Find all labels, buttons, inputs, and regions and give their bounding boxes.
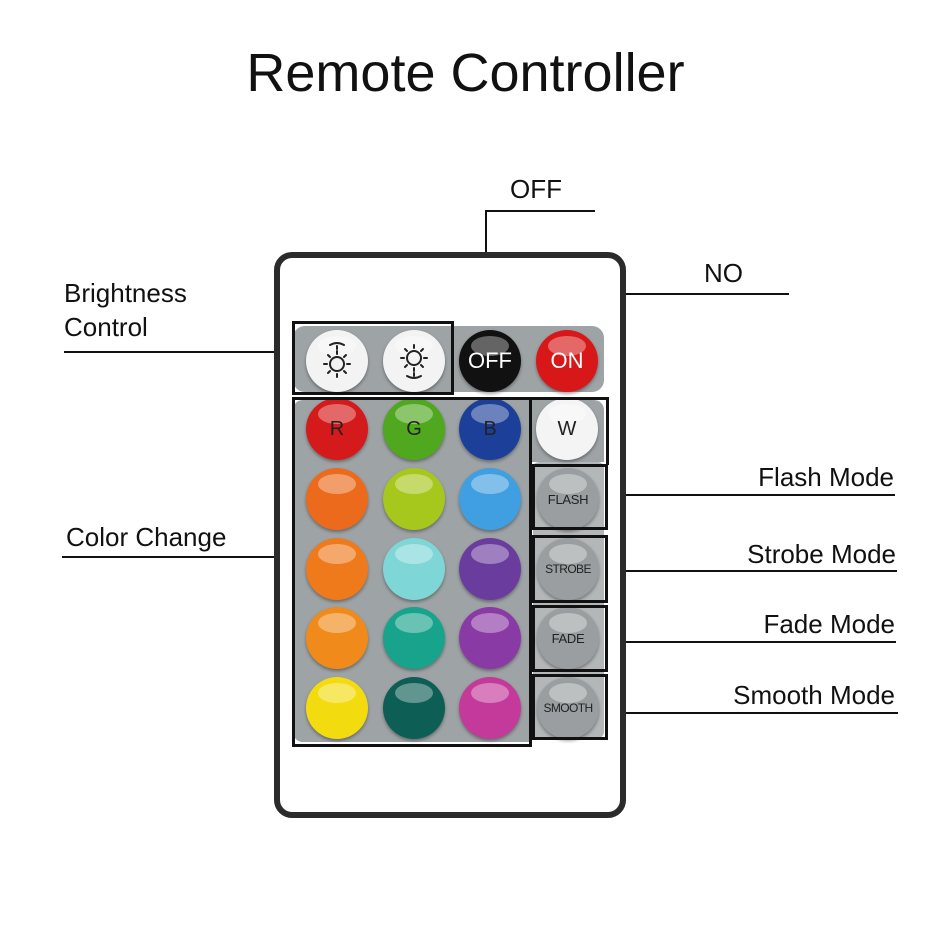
brightness-label-line1: Brightness (64, 278, 187, 308)
color-button-r3c2[interactable] (383, 538, 445, 600)
off-button-label: OFF (468, 348, 512, 373)
smooth-button[interactable]: SMOOTH (537, 677, 599, 739)
brightness-leader (64, 351, 294, 353)
brightness-down-button[interactable] (306, 330, 368, 392)
color-button-r2c1[interactable] (306, 468, 368, 530)
strobe-button[interactable]: STROBE (537, 538, 599, 600)
flash-button[interactable]: FLASH (537, 468, 599, 530)
brightness-down-icon (323, 342, 351, 378)
smooth-mode-label: Smooth Mode (733, 680, 895, 710)
green-button[interactable]: G (383, 398, 445, 460)
fade-mode-leader (606, 641, 896, 643)
blue-button-label: B (483, 417, 497, 440)
strobe-button-frame (532, 535, 608, 603)
fade-mode-label: Fade Mode (763, 609, 895, 639)
white-button[interactable]: W (536, 398, 598, 460)
brightness-up-button[interactable] (383, 330, 445, 392)
color-button-r3c3[interactable] (459, 538, 521, 600)
fade-button-label: FADE (551, 630, 585, 646)
strobe-mode-leader (606, 570, 897, 572)
color-group-frame (292, 397, 532, 747)
brightness-group-frame (292, 321, 454, 395)
color-button-r2c2[interactable] (383, 468, 445, 530)
color-button-r5c1[interactable] (306, 677, 368, 739)
brightness-control-label: Brightness Control (64, 276, 187, 344)
color-change-label: Color Change (66, 522, 227, 552)
on-button-label: ON (550, 348, 584, 373)
red-button[interactable]: R (306, 398, 368, 460)
white-button-label: W (557, 417, 577, 440)
smooth-mode-leader (606, 712, 898, 714)
color-button-r3c1[interactable] (306, 538, 368, 600)
brightness-up-icon (400, 344, 428, 379)
on-leader-horizontal (565, 293, 789, 295)
color-group-frame-top-extension (529, 397, 609, 465)
color-button-r5c2[interactable] (383, 677, 445, 739)
smooth-button-label: SMOOTH (543, 701, 593, 715)
strobe-mode-label: Strobe Mode (747, 539, 896, 569)
fade-button[interactable]: FADE (537, 607, 599, 669)
color-button-r4c3[interactable] (459, 607, 521, 669)
off-leader-horizontal (485, 210, 595, 212)
flash-mode-leader (606, 494, 895, 496)
color-change-leader (62, 556, 294, 558)
off-button[interactable]: OFF (459, 330, 521, 392)
color-button-r4c1[interactable] (306, 607, 368, 669)
page-title: Remote Controller (246, 43, 685, 103)
flash-button-frame (532, 464, 608, 530)
blue-button[interactable]: B (459, 398, 521, 460)
smooth-button-frame (532, 674, 608, 740)
flash-button-label: FLASH (547, 491, 589, 507)
color-button-r2c3[interactable] (459, 468, 521, 530)
off-label: OFF (510, 174, 562, 204)
brightness-label-line2: Control (64, 312, 148, 342)
color-button-r5c3[interactable] (459, 677, 521, 739)
flash-mode-label: Flash Mode (758, 462, 894, 492)
green-button-label: G (406, 417, 422, 440)
fade-button-frame (532, 605, 608, 672)
strobe-button-label: STROBE (545, 562, 591, 576)
red-button-label: R (329, 417, 345, 440)
on-label: NO (704, 258, 743, 288)
on-button[interactable]: ON (536, 330, 598, 392)
color-button-r4c2[interactable] (383, 607, 445, 669)
